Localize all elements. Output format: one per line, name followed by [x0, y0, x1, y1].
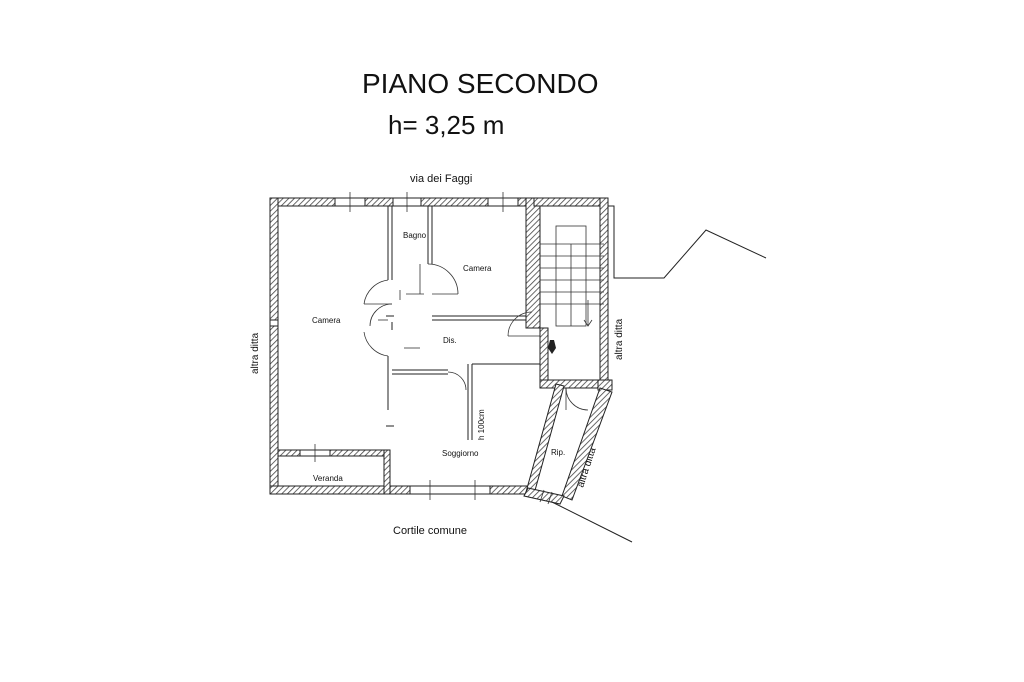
doors: [363, 263, 589, 411]
plan-title: PIANO SECONDO: [362, 68, 598, 99]
height-label: h= 3,25 m: [388, 110, 504, 140]
room-label-disimpegno: Dis.: [443, 336, 457, 345]
room-label-veranda: Veranda: [313, 474, 343, 483]
room-label-soggiorno: Soggiorno: [442, 449, 479, 458]
room-label-ripostiglio: Rip.: [551, 448, 565, 457]
entrance-block: [539, 327, 613, 391]
room-label-bagno: Bagno: [403, 231, 427, 240]
north-windows: [269, 192, 519, 500]
south-courtyard-label: Cortile comune: [393, 525, 467, 537]
ripostiglio-walls: [523, 383, 613, 505]
partition-height-label: h 100cm: [477, 409, 486, 440]
interior-walls: [386, 206, 540, 440]
room-label-camera-right: Camera: [463, 264, 492, 273]
north-street-label: via dei Faggi: [410, 173, 472, 185]
west-neighbor-label: altra ditta: [250, 332, 261, 374]
east-neighbor-upper-label: altra ditta: [614, 318, 625, 360]
staircase: [540, 225, 604, 327]
room-label-camera-left: Camera: [312, 316, 341, 325]
site-outline: [551, 205, 767, 543]
